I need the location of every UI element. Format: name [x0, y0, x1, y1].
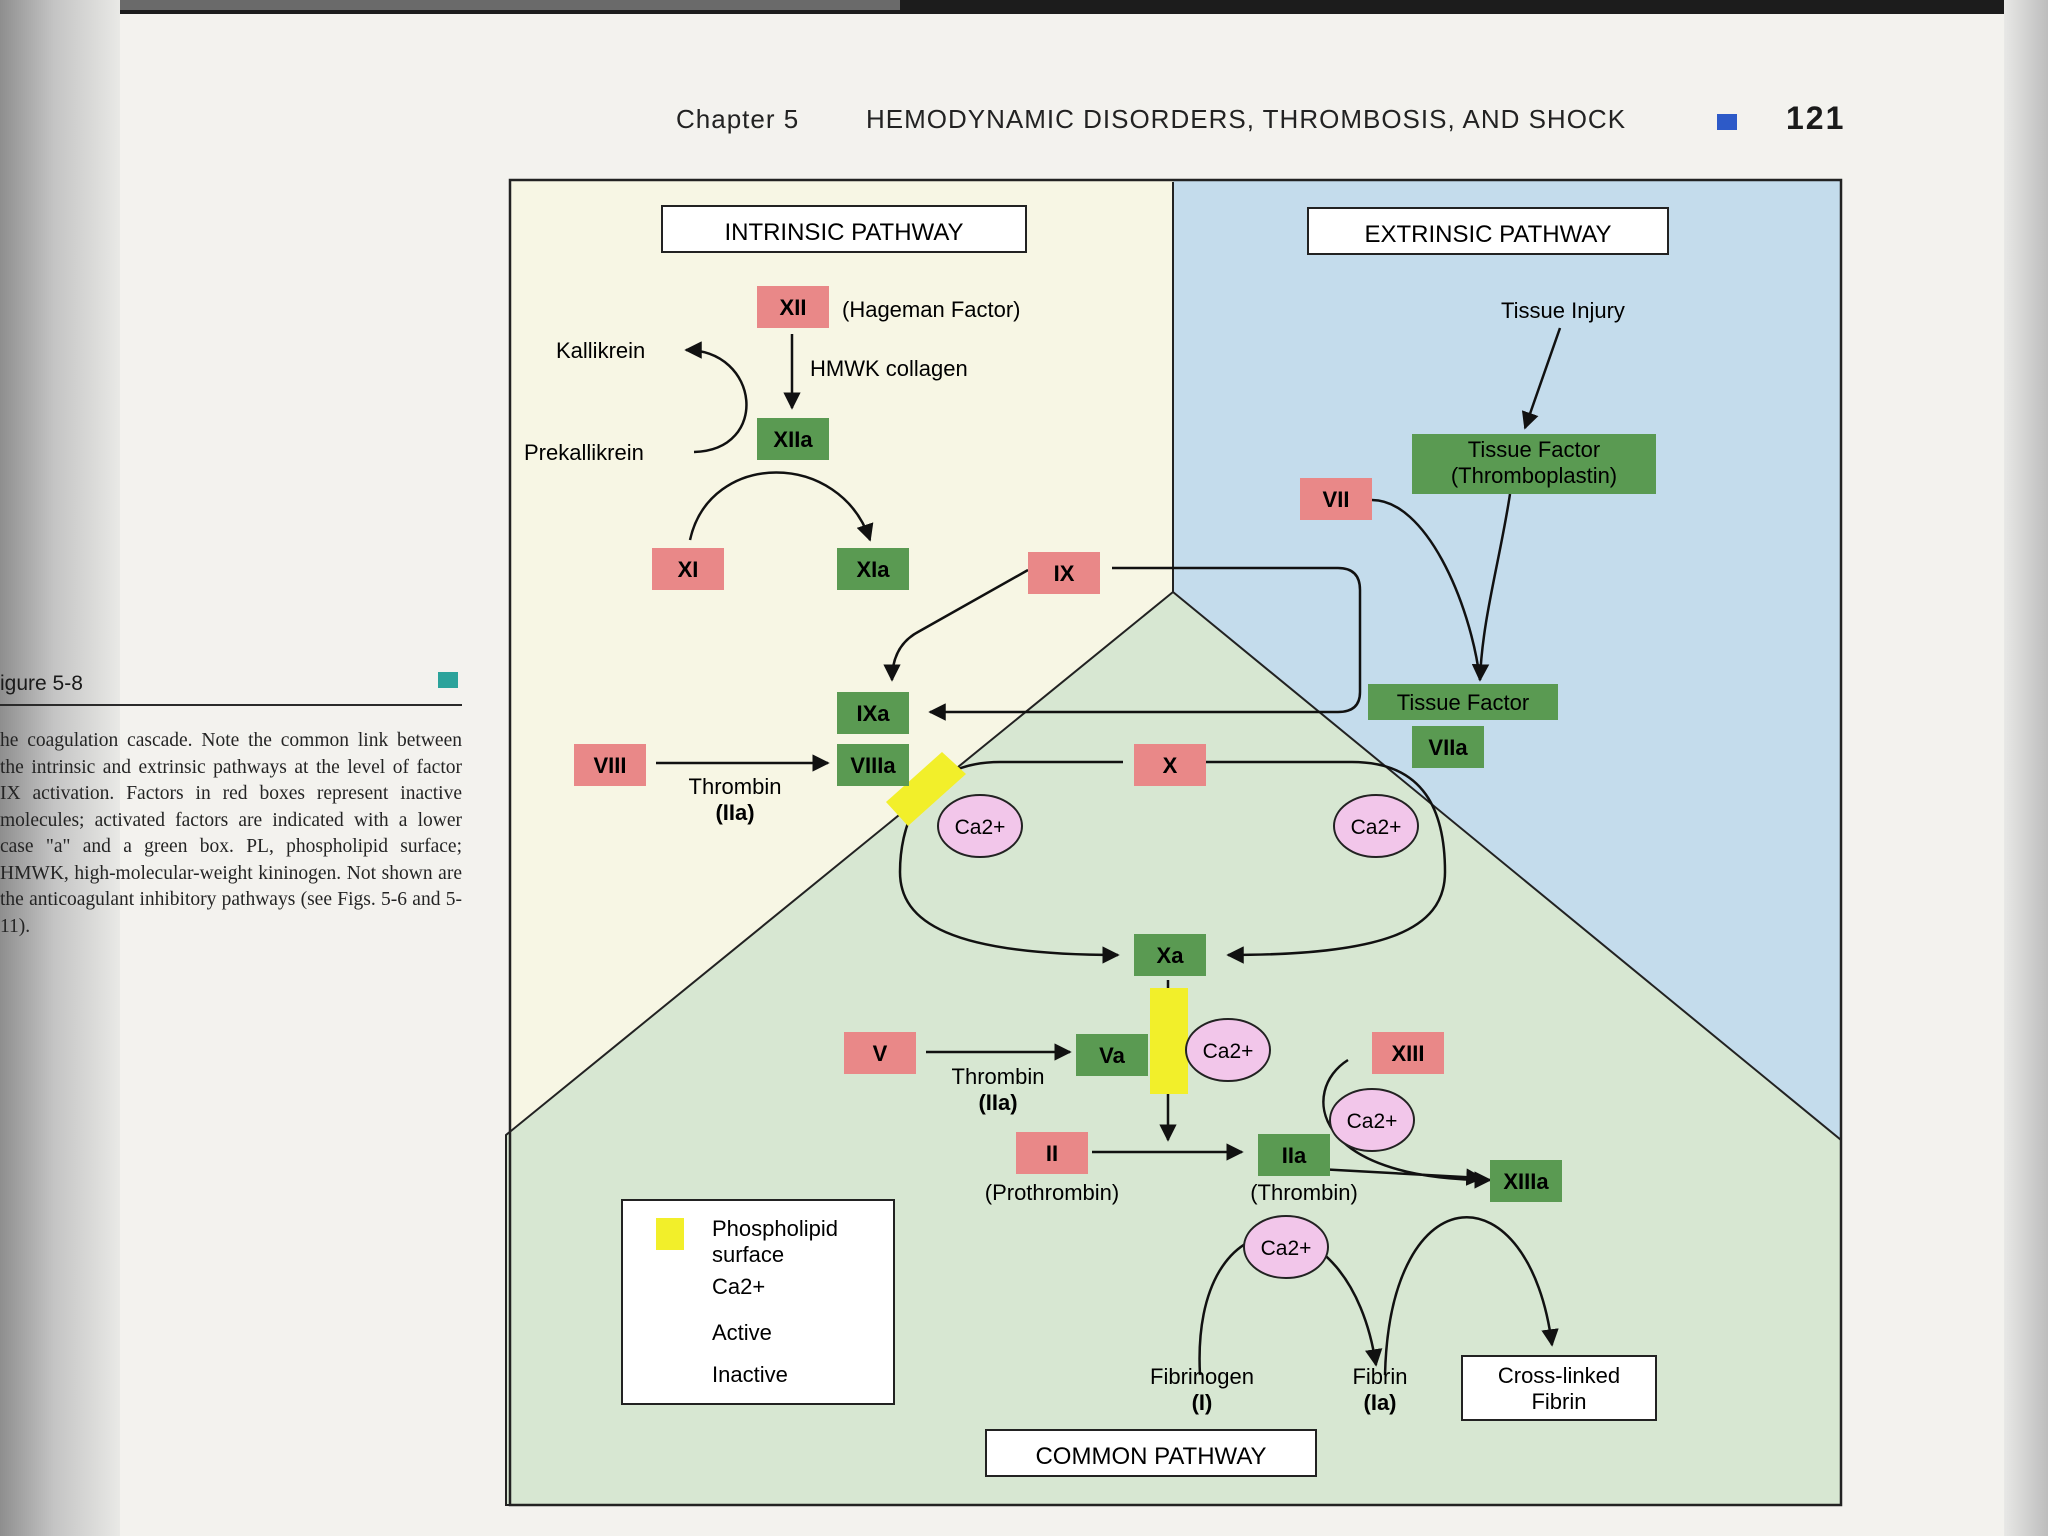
phospholipid-surface-mark-1	[886, 752, 966, 826]
thrombin-paren-label: (Thrombin)	[1250, 1180, 1358, 1205]
thrombin-iia-label-1: (IIa)	[715, 800, 754, 825]
factor-ii: II	[1046, 1141, 1058, 1166]
legend-phospholipid-label: Phospholipid	[712, 1216, 838, 1241]
tissue-factor-complex-label: Tissue Factor	[1397, 690, 1529, 715]
extrinsic-pathway-title: EXTRINSIC PATHWAY	[1364, 221, 1611, 248]
prekallikrein-label: Prekallikrein	[524, 440, 644, 465]
factor-xi: XI	[678, 557, 699, 582]
factor-ix: IX	[1054, 561, 1075, 586]
factor-xiii: XIII	[1391, 1041, 1424, 1066]
legend-active-label: Active	[712, 1320, 772, 1345]
fibrinogen-i-label: (I)	[1192, 1390, 1213, 1415]
fibrinogen-label: Fibrinogen	[1150, 1364, 1254, 1389]
legend-inactive-label: Inactive	[712, 1362, 788, 1387]
thromboplastin-label: (Thromboplastin)	[1451, 463, 1617, 488]
factor-ixa: IXa	[856, 701, 890, 726]
factor-xiia: XIIa	[773, 427, 813, 452]
phospholipid-surface-mark-2	[1150, 988, 1188, 1094]
page-right-edge	[2004, 0, 2048, 1536]
factor-iia: IIa	[1282, 1143, 1307, 1168]
tissue-injury-label: Tissue Injury	[1501, 298, 1625, 323]
factor-x: X	[1163, 753, 1178, 778]
calcium-label-2: Ca2+	[1351, 816, 1402, 839]
header-marker-icon	[1717, 114, 1737, 130]
factor-vii: VII	[1323, 487, 1350, 512]
prothrombin-label: (Prothrombin)	[985, 1180, 1119, 1205]
thrombin-iia-label-2: (IIa)	[978, 1090, 1017, 1115]
caption-marker-icon	[438, 672, 458, 688]
factor-xia: XIa	[856, 557, 890, 582]
thrombin-label-1: Thrombin	[689, 774, 782, 799]
tissue-factor-title: Tissue Factor	[1468, 437, 1600, 462]
kallikrein-label: Kallikrein	[556, 338, 645, 363]
common-pathway-title: COMMON PATHWAY	[1035, 1443, 1266, 1470]
factor-xa: Xa	[1157, 943, 1185, 968]
hageman-label: (Hageman Factor)	[842, 297, 1021, 322]
calcium-label-5: Ca2+	[1261, 1237, 1312, 1260]
fibrin-label: Fibrin	[1352, 1364, 1407, 1389]
figure-caption-body: he coagulation cascade. Note the common …	[0, 730, 462, 937]
legend-calcium-label: Ca2+	[712, 1274, 765, 1299]
page-top-edge-highlight	[0, 0, 900, 10]
chapter-title: HEMODYNAMIC DISORDERS, THROMBOSIS, AND S…	[866, 104, 1627, 134]
chapter-label: Chapter 5	[676, 104, 800, 134]
figure-caption-title: igure 5-8	[0, 672, 83, 695]
factor-xiiia: XIIIa	[1503, 1169, 1549, 1194]
calcium-label-3: Ca2+	[1203, 1040, 1254, 1063]
factor-va: Va	[1099, 1043, 1125, 1068]
factor-viiia: VIIIa	[850, 753, 896, 778]
factor-viia: VIIa	[1428, 735, 1468, 760]
crosslinked-fibrin-label-2: Fibrin	[1531, 1389, 1586, 1414]
caption-rule	[0, 704, 462, 706]
legend: Phospholipid surface Ca2+ Active Inactiv…	[621, 1199, 895, 1405]
binding-shadow	[0, 0, 120, 1536]
factor-v: V	[873, 1041, 888, 1066]
thrombin-label-2: Thrombin	[952, 1064, 1045, 1089]
calcium-label-1: Ca2+	[955, 816, 1006, 839]
hmwk-label: HMWK collagen	[810, 356, 968, 381]
fibrin-ia-label: (Ia)	[1364, 1390, 1397, 1415]
calcium-label-4: Ca2+	[1347, 1110, 1398, 1133]
page-number: 121	[1786, 100, 1846, 136]
legend-surface-label: surface	[712, 1242, 784, 1267]
factor-xii: XII	[780, 295, 807, 320]
factor-viii: VIII	[593, 753, 626, 778]
intrinsic-pathway-title: INTRINSIC PATHWAY	[724, 219, 963, 246]
crosslinked-fibrin-label: Cross-linked	[1498, 1363, 1620, 1388]
diagram-frame	[508, 178, 1843, 1507]
